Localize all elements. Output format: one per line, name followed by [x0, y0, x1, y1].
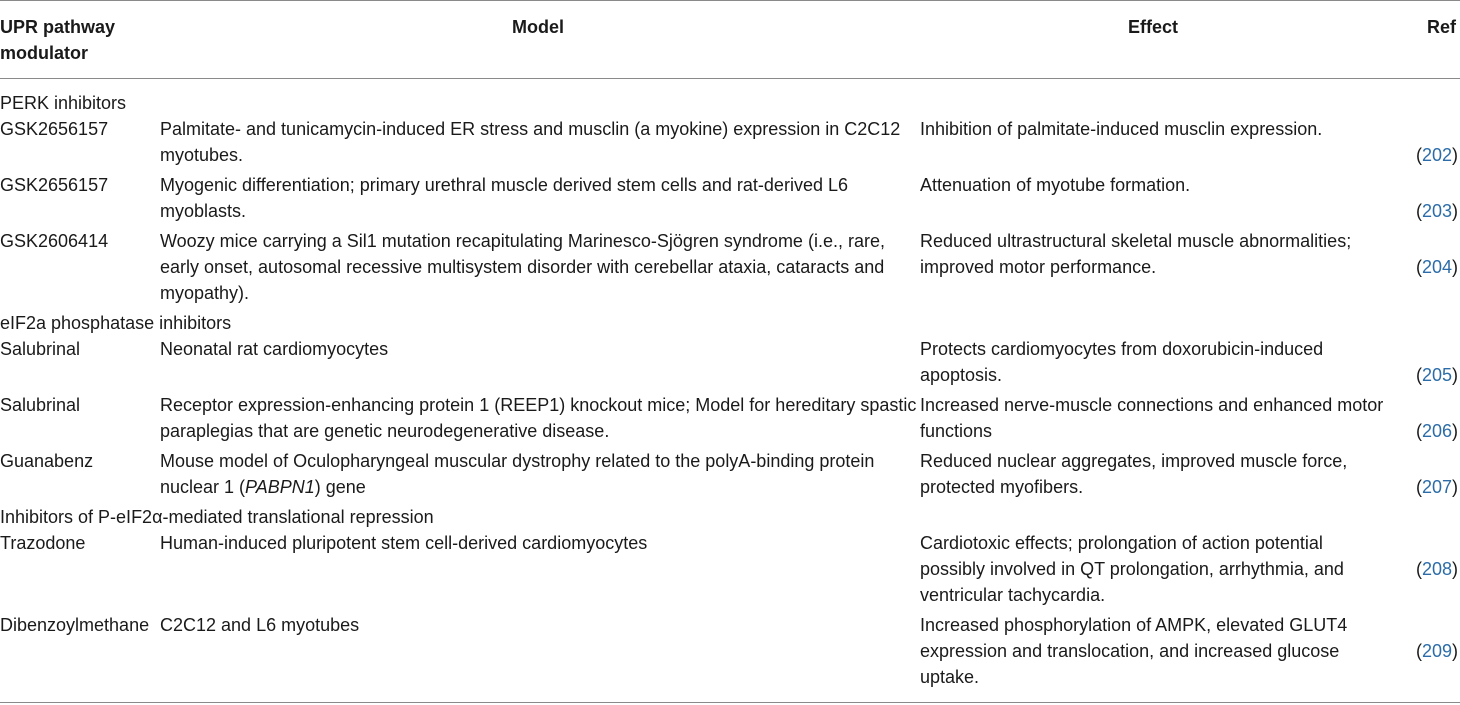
cell-effect: Protects cardiomyocytes from doxorubicin…: [920, 339, 1324, 385]
cell-model: Neonatal rat cardiomyocytes: [160, 339, 389, 359]
ref-link[interactable]: 203: [1421, 201, 1452, 221]
ref-link[interactable]: 207: [1421, 477, 1452, 497]
group-label: PERK inhibitors: [0, 93, 127, 113]
table-row: GSK2606414 Woozy mice carrying a Sil1 mu…: [0, 228, 1460, 310]
table-row: GSK2656157 Palmitate- and tunicamycin-in…: [0, 116, 1460, 172]
cell-ref[interactable]: (206): [1415, 421, 1458, 441]
table-row: Guanabenz Mouse model of Oculopharyngeal…: [0, 448, 1460, 504]
table-row: Salubrinal Receptor expression-enhancing…: [0, 392, 1460, 448]
group-label: eIF2a phosphatase inhibitors: [0, 313, 232, 333]
ref-link[interactable]: 204: [1421, 257, 1452, 277]
group-row-perk: PERK inhibitors: [0, 90, 1460, 116]
cell-ref[interactable]: (204): [1415, 257, 1458, 277]
cell-effect: Increased nerve-muscle connections and e…: [920, 395, 1384, 441]
cell-effect: Increased phosphorylation of AMPK, eleva…: [920, 615, 1348, 687]
ref-link[interactable]: 206: [1421, 421, 1452, 441]
cell-modulator: Guanabenz: [0, 451, 94, 471]
table-header-rule: [0, 78, 1460, 79]
cell-modulator: GSK2656157: [0, 119, 109, 139]
group-label: Inhibitors of P-eIF2α-mediated translati…: [0, 507, 434, 527]
group-row-translational-repression: Inhibitors of P-eIF2α-mediated translati…: [0, 504, 1460, 530]
ref-link[interactable]: 205: [1421, 365, 1452, 385]
table-top-rule: [0, 0, 1460, 1]
table-row: Dibenzoylmethane C2C12 and L6 myotubes I…: [0, 612, 1460, 694]
group-row-eif2a: eIF2a phosphatase inhibitors: [0, 310, 1460, 336]
cell-ref[interactable]: (202): [1415, 145, 1458, 165]
table-row: GSK2656157 Myogenic differentiation; pri…: [0, 172, 1460, 228]
cell-ref[interactable]: (208): [1415, 559, 1458, 579]
table-row: Salubrinal Neonatal rat cardiomyocytes P…: [0, 336, 1460, 392]
cell-model: Human-induced pluripotent stem cell-deri…: [160, 533, 648, 553]
model-text-post: ) gene: [314, 477, 366, 497]
cell-model: Myogenic differentiation; primary urethr…: [160, 175, 848, 221]
cell-modulator: Trazodone: [0, 533, 86, 553]
cell-modulator: Salubrinal: [0, 395, 81, 415]
cell-effect: Reduced ultrastructural skeletal muscle …: [920, 231, 1352, 277]
table-row: Trazodone Human-induced pluripotent stem…: [0, 530, 1460, 612]
cell-model: Mouse model of Oculopharyngeal muscular …: [158, 448, 918, 504]
cell-ref[interactable]: (209): [1415, 641, 1458, 661]
cell-ref[interactable]: (203): [1415, 201, 1458, 221]
ref-link[interactable]: 209: [1421, 641, 1452, 661]
cell-effect: Reduced nuclear aggregates, improved mus…: [920, 451, 1348, 497]
cell-modulator: GSK2606414: [0, 231, 109, 251]
header-ref: Ref: [1426, 17, 1456, 37]
cell-model: Receptor expression-enhancing protein 1 …: [160, 395, 917, 441]
ref-link[interactable]: 208: [1421, 559, 1452, 579]
cell-effect: Attenuation of myotube formation.: [920, 175, 1191, 195]
cell-ref[interactable]: (207): [1415, 477, 1458, 497]
header-model: Model: [512, 17, 564, 37]
gene-name: PABPN1: [245, 477, 315, 497]
cell-model: C2C12 and L6 myotubes: [160, 615, 360, 635]
header-modulator: UPR pathway modulator: [0, 17, 116, 63]
model-text-pre: Mouse model of Oculopharyngeal muscular …: [160, 451, 875, 497]
cell-modulator: Dibenzoylmethane: [0, 615, 150, 635]
cell-model: Woozy mice carrying a Sil1 mutation reca…: [160, 231, 885, 303]
cell-modulator: GSK2656157: [0, 175, 109, 195]
cell-model: Palmitate- and tunicamycin-induced ER st…: [160, 119, 901, 165]
table-bottom-rule: [0, 702, 1460, 703]
table-header-row: UPR pathway modulator Model Effect Ref: [0, 0, 1460, 78]
cell-ref[interactable]: (205): [1415, 365, 1458, 385]
header-effect: Effect: [1127, 17, 1178, 37]
cell-effect: Inhibition of palmitate-induced musclin …: [920, 119, 1323, 139]
cell-modulator: Salubrinal: [0, 339, 81, 359]
ref-link[interactable]: 202: [1421, 145, 1452, 165]
cell-effect: Cardiotoxic effects; prolongation of act…: [920, 533, 1344, 605]
